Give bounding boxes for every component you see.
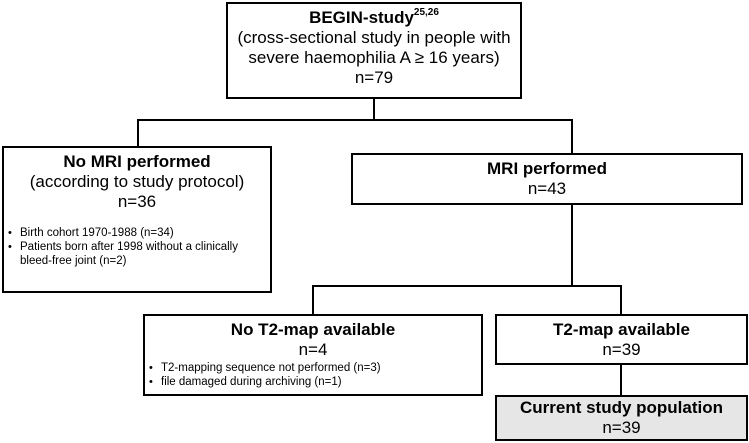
connector-t2-to-current [620,364,622,396]
no-t2-count: n=4 [298,340,328,359]
no-t2-title: No T2-map available [230,320,396,339]
connector-top-horizontal [137,119,573,121]
no-t2-reasons: T2-mapping sequence not performed (n=3) … [147,361,477,389]
connector-begin-down [373,97,375,120]
list-item: Patients born after 1998 without a clini… [6,240,266,268]
current-population-title: Current study population [519,398,724,417]
t2-count: n=39 [602,340,641,359]
connector-mri-down [571,204,573,286]
list-item: Birth cohort 1970-1988 (n=34) [6,226,266,240]
begin-study-description: (cross-sectional study in people with se… [237,28,511,67]
t2-box: T2-map available n=39 [495,314,748,365]
connector-to-mri [571,119,573,154]
connector-to-t2 [620,285,622,315]
no-mri-reasons: Birth cohort 1970-1988 (n=34) Patients b… [6,226,266,268]
current-population-count: n=39 [602,418,641,437]
mri-count: n=43 [527,179,567,198]
no-mri-count: n=36 [117,192,157,211]
current-population-box: Current study population n=39 [495,395,748,441]
list-item: T2-mapping sequence not performed (n=3) [147,361,477,375]
begin-study-title: BEGIN-study25,26 [309,7,439,28]
connector-to-no-t2 [312,285,314,315]
no-mri-title: No MRI performed [63,152,211,171]
no-t2-box: No T2-map available n=4 T2-mapping seque… [143,314,483,396]
list-item: file damaged during archiving (n=1) [147,375,477,389]
connector-bottom-horizontal [312,285,622,287]
mri-title: MRI performed [487,159,607,178]
begin-study-citation: 25,26 [413,7,439,18]
begin-study-box: BEGIN-study25,26 (cross-sectional study … [226,2,522,99]
begin-study-count: n=79 [354,68,394,87]
t2-title: T2-map available [552,320,690,339]
no-mri-box: No MRI performed (according to study pro… [2,146,272,293]
connector-to-no-mri [137,119,139,147]
no-mri-subtitle: (according to study protocol) [29,172,245,191]
mri-box: MRI performed n=43 [351,153,743,205]
